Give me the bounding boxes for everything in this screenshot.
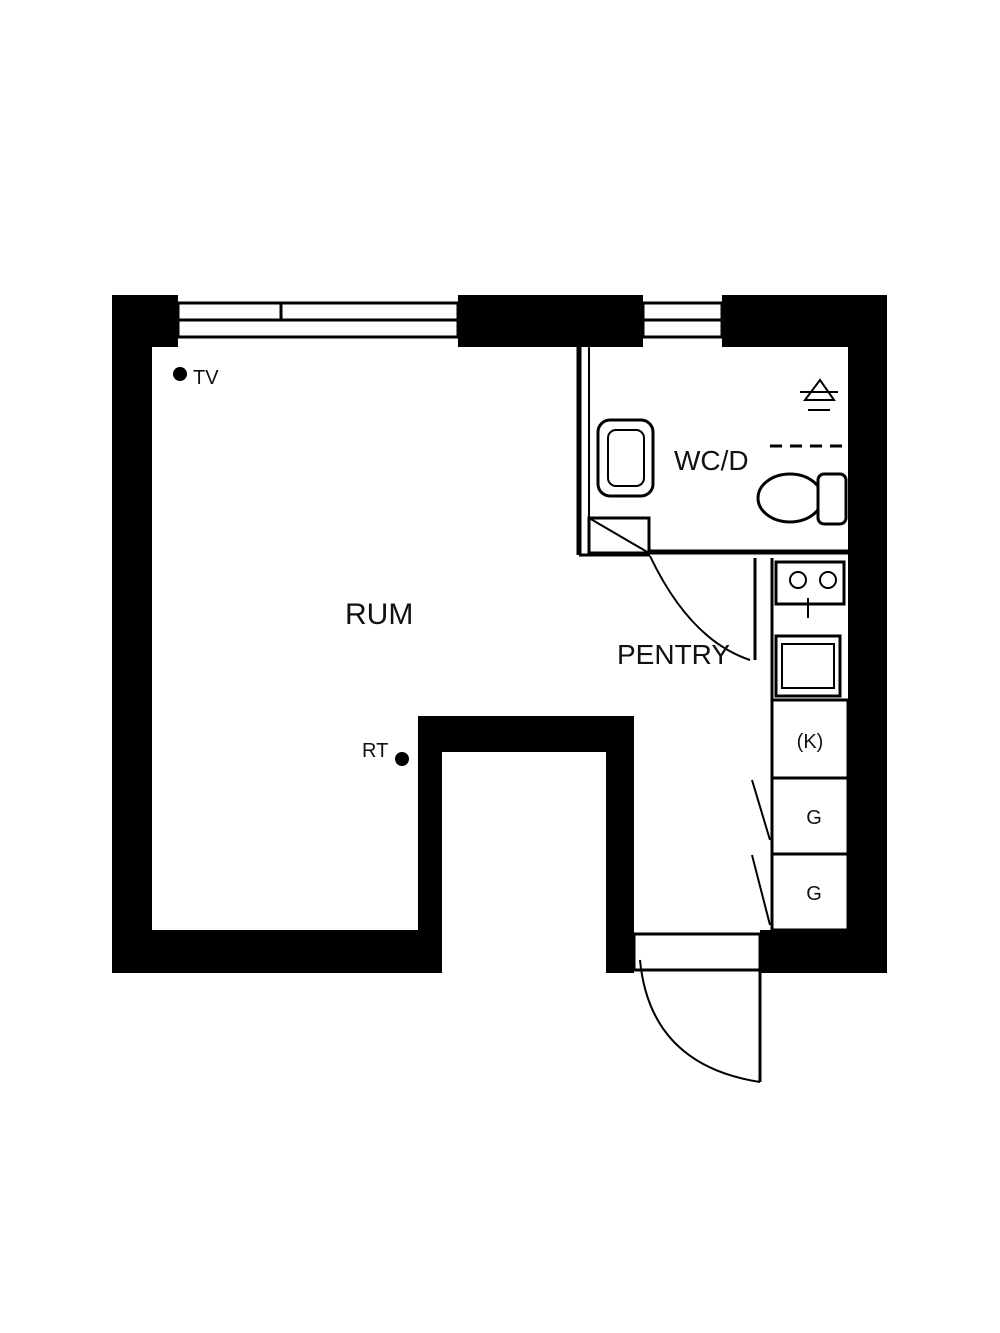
room-label-pentry: PENTRY	[617, 639, 730, 670]
windows	[176, 301, 724, 339]
wall-notch-left	[418, 716, 442, 973]
entrance-door	[632, 932, 762, 1083]
rt-outlet-icon	[395, 752, 409, 766]
tv-outlet-icon	[173, 367, 187, 381]
wall-left	[112, 295, 152, 973]
cabinet-label-k: (K)	[797, 731, 824, 753]
wall-bottom-left	[112, 930, 442, 973]
kitchen-door-marks	[751, 779, 771, 926]
room-label-rum: RUM	[345, 598, 413, 631]
wall-top-mid	[458, 295, 643, 347]
rt-label: RT	[362, 740, 388, 762]
cabinet-label-g1: G	[806, 807, 822, 829]
floor-drain-icon	[800, 378, 838, 411]
wall-right	[848, 295, 887, 973]
cabinet-label-g2: G	[806, 883, 822, 905]
wall-notch-right	[606, 716, 634, 973]
tv-label: TV	[193, 367, 219, 389]
cabinet-g2	[770, 852, 850, 932]
wall-notch-top	[418, 716, 634, 752]
kitchen-counter	[770, 558, 850, 932]
wall-bottom-right	[760, 930, 887, 973]
outer-walls	[112, 295, 887, 973]
toilet-icon	[756, 472, 824, 524]
bathroom-door	[649, 555, 757, 661]
room-label-wc: WC/D	[674, 445, 749, 476]
bathroom-fixtures	[587, 378, 848, 555]
